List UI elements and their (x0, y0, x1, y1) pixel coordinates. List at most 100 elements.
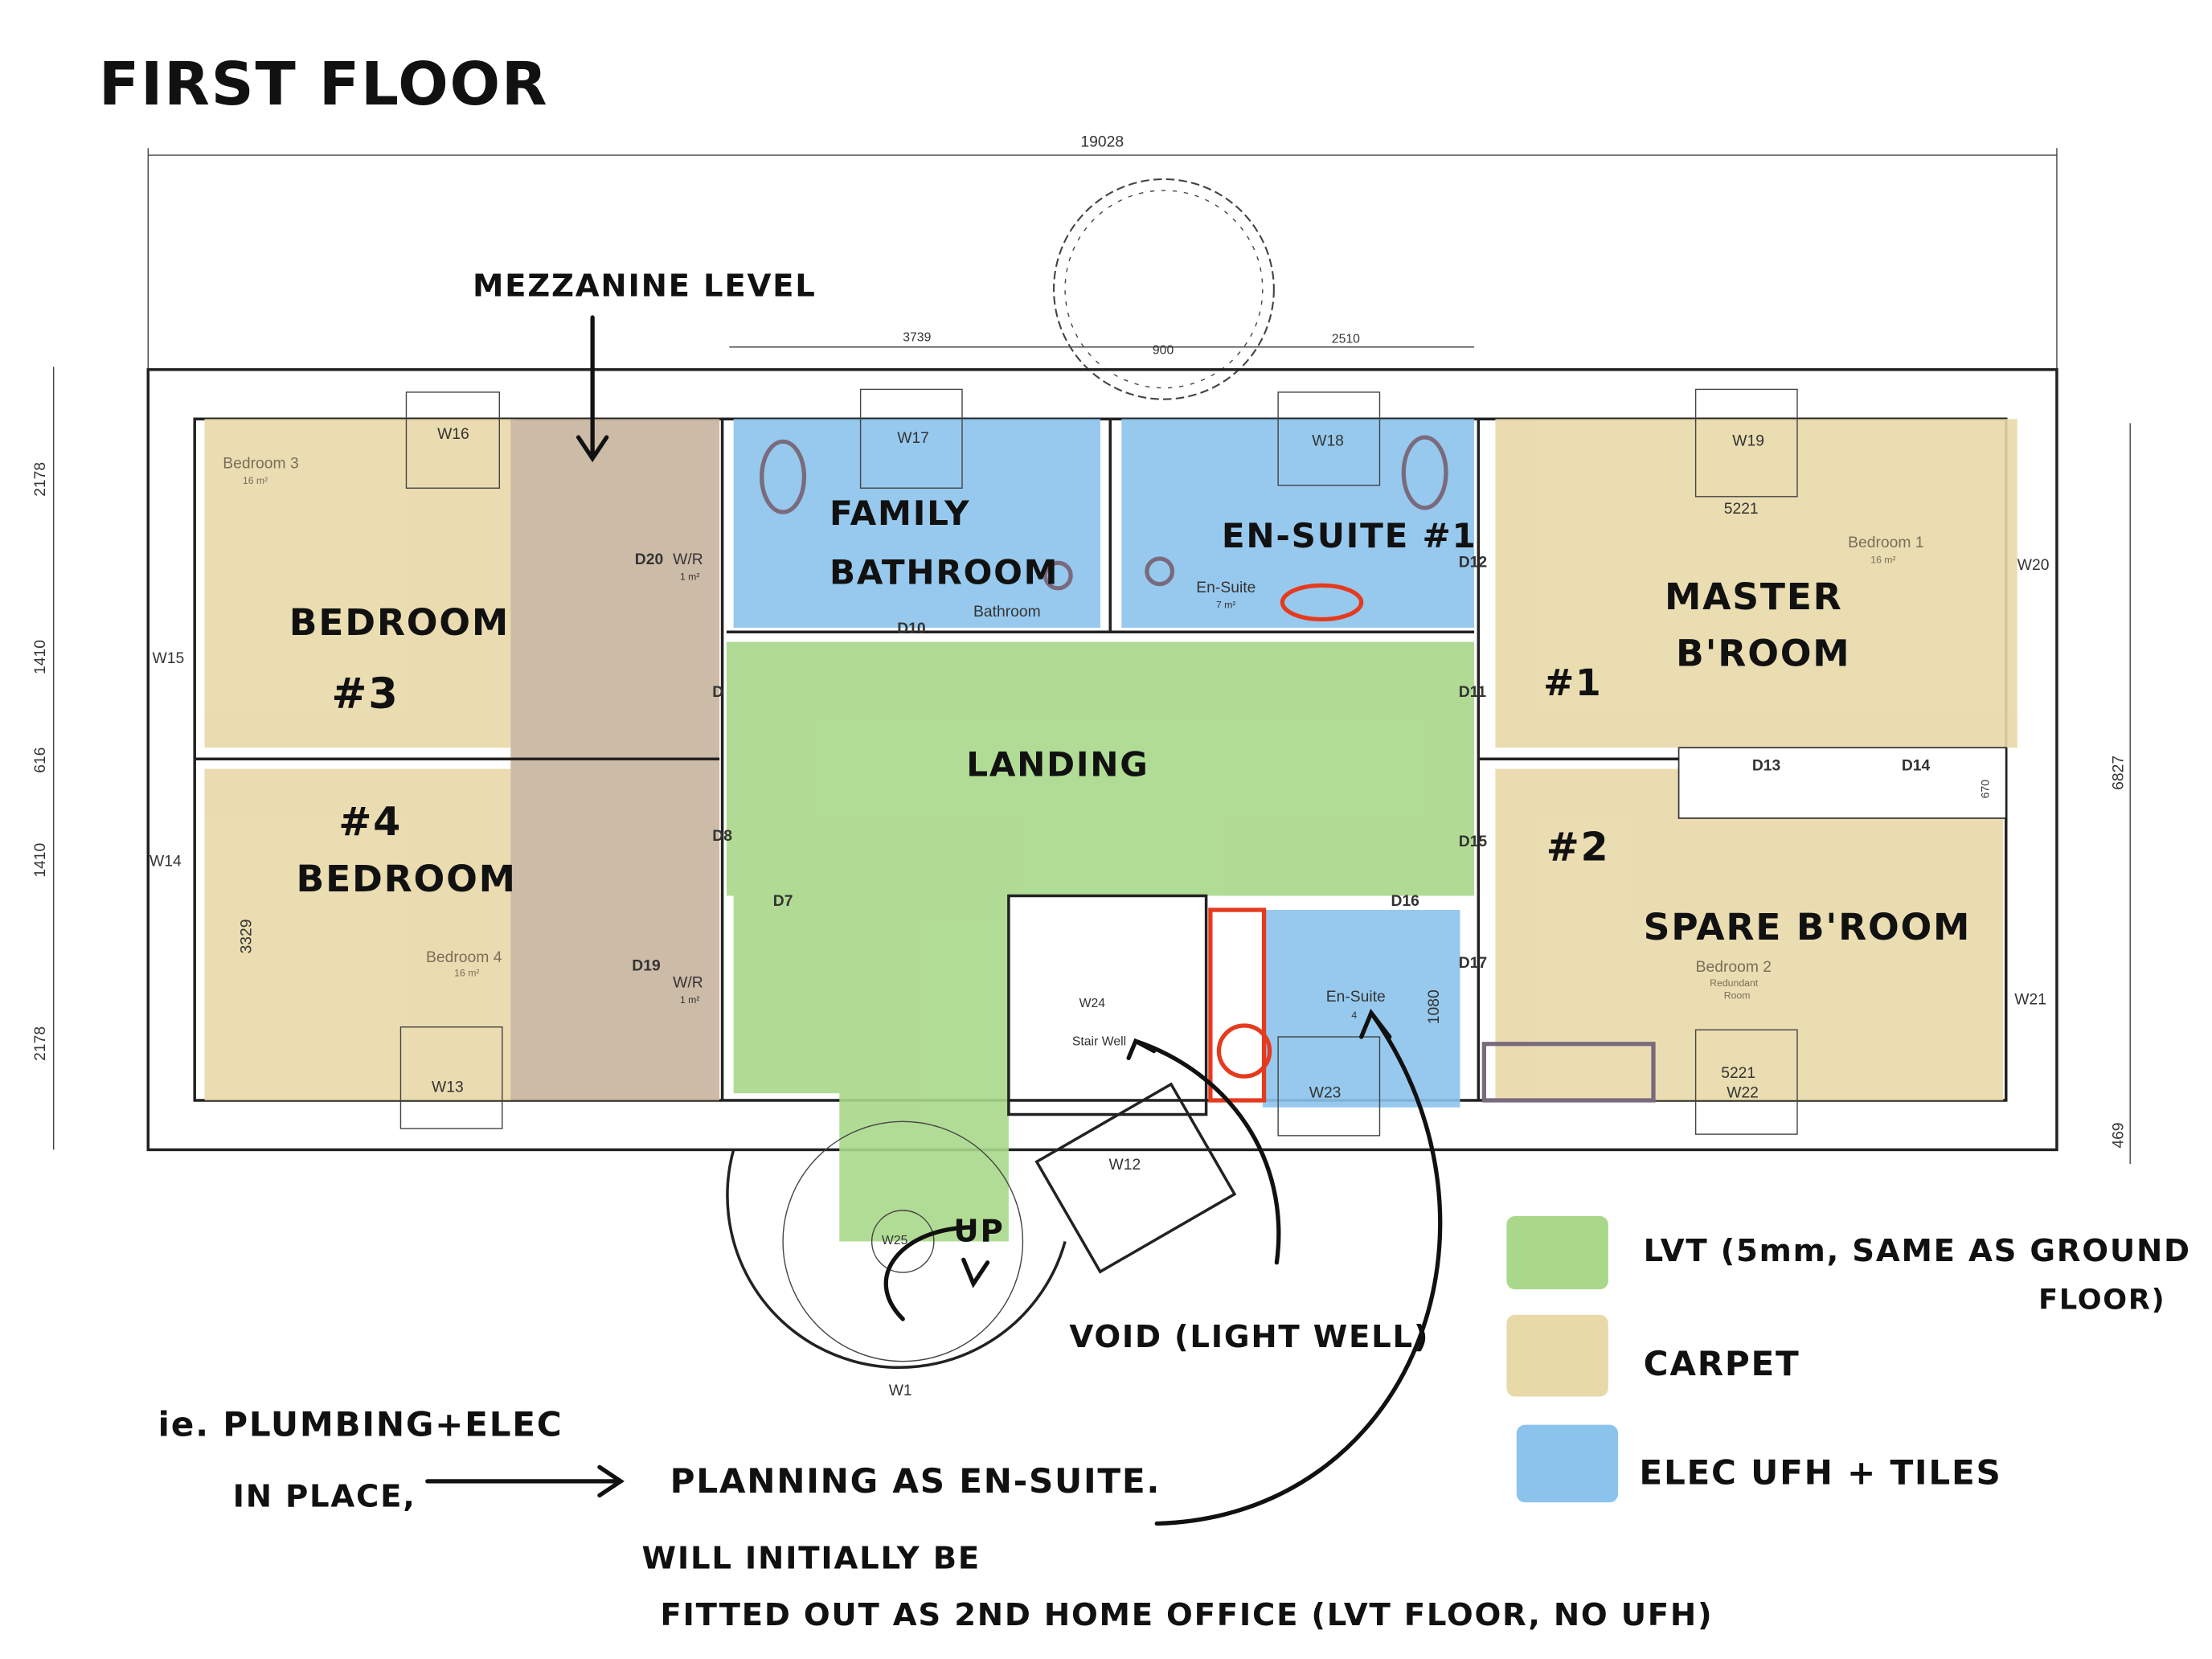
door-label: D12 (1459, 555, 1487, 571)
carpet-master (1495, 419, 2017, 748)
legend-swatch-tiles (1516, 1424, 1619, 1503)
label-master-2: B'ROOM (1676, 632, 1850, 674)
tiles-ensuite-2 (1262, 910, 1460, 1108)
spiral-staircase (726, 1082, 1237, 1370)
arrow-icon (576, 315, 609, 463)
dim-label: 6827 (2110, 756, 2127, 790)
cad-labels: W16 W17 W18 W19 W20 W21 5221 W22 W23 W13… (150, 426, 2049, 1399)
lvt-landing-d7 (733, 888, 847, 1094)
door-label: D14 (1902, 757, 1931, 774)
wardrobe-label: W/R (673, 551, 703, 568)
room-area: 7 m² (1216, 599, 1236, 610)
room-label-ensuite-2: En-Suite (1326, 989, 1386, 1006)
tree-symbol (1053, 178, 1275, 400)
legend: LVT (5mm, SAME AS GROUND FLOOR) CARPET E… (1506, 1215, 2191, 1503)
room-label-bedroom-3: Bedroom 3 (223, 456, 298, 473)
window-label: W18 (1312, 433, 1344, 450)
window-label: W25 (882, 1234, 908, 1247)
door-label: D16 (1391, 893, 1420, 910)
interior-walls (195, 419, 1679, 1116)
stairwell-label: Stair Well (1072, 1035, 1126, 1049)
tiles-ensuite-1 (1121, 419, 1475, 629)
closet (1677, 747, 2007, 819)
door-label: D10 (897, 621, 925, 637)
arrow-icon (1126, 1038, 1281, 1265)
legend-swatch-lvt (1506, 1215, 1608, 1290)
lvt-landing (726, 641, 1475, 896)
office-note-2: FITTED OUT AS 2ND HOME OFFICE (LVT FLOOR… (660, 1597, 1713, 1633)
label-family-bathroom: FAMILY (830, 494, 970, 533)
label-bedroom-3: BEDROOM (289, 601, 510, 644)
arrow-icon (425, 1464, 625, 1498)
top-dimensions: 3739 900 2510 (729, 331, 1475, 358)
label-bedroom-4-number: #4 (338, 798, 402, 845)
label-master: MASTER (1665, 576, 1843, 618)
handwritten-labels: BEDROOM #3 #4 BEDROOM FAMILY BATHROOM EN… (289, 494, 1972, 1250)
overall-dimension: 19028 (147, 134, 2058, 424)
room-area: 16 m² (243, 475, 268, 486)
door-label: D19 (632, 958, 661, 975)
legend-swatch-carpet (1506, 1314, 1608, 1397)
dim-label: 2510 (1332, 332, 1360, 346)
window-label: W15 (153, 650, 185, 667)
dim-label: 616 (32, 748, 49, 773)
window-label: W24 (1079, 997, 1106, 1010)
window-label: W12 (1109, 1157, 1141, 1174)
window-label: W14 (150, 854, 182, 870)
window-label: W23 (1309, 1084, 1342, 1101)
door-label: D8 (712, 828, 732, 845)
label-up: UP (953, 1213, 1004, 1249)
dim-label: 5221 (1724, 501, 1759, 518)
wardrobe-area: 1 m² (680, 571, 700, 582)
carpet-bedroom-4 (204, 768, 515, 1100)
room-note: Room (1724, 990, 1751, 1002)
plan-title: FIRST FLOOR (99, 51, 549, 119)
room-label-bedroom-1: Bedroom 1 (1848, 535, 1923, 551)
left-dimensions: 2178 1410 616 1410 2178 (32, 367, 55, 1150)
room-label-ensuite: En-Suite (1196, 580, 1256, 596)
right-dimensions: 6827 469 (2110, 423, 2131, 1164)
door-label: D (712, 684, 723, 701)
office-note: WILL INITIALLY BE (642, 1541, 981, 1577)
planning-note: PLANNING AS EN-SUITE. (670, 1461, 1161, 1501)
legend-label-carpet: CARPET (1644, 1344, 1800, 1383)
dim-label: 2178 (32, 462, 49, 497)
door-label: D13 (1752, 757, 1781, 774)
door-label: D15 (1459, 834, 1488, 850)
flooring-fills (204, 419, 2017, 1242)
label-door-2: #2 (1546, 824, 1610, 870)
dim-label: 469 (2110, 1122, 2127, 1148)
legend-label-lvt: LVT (5mm, SAME AS GROUND (1644, 1233, 2191, 1269)
window-label: W19 (1732, 433, 1764, 450)
lvt-landing-stair (839, 888, 1009, 1242)
annotations: MEZZANINE LEVEL VOID (LIGHT WELL) ie. PL… (158, 268, 1713, 1633)
dim-label: 1080 (1426, 989, 1443, 1024)
mezzanine-note: MEZZANINE LEVEL (473, 268, 817, 305)
dim-label: 670 (1979, 780, 1992, 799)
dim-label: 2178 (32, 1026, 49, 1061)
label-family-bathroom-2: BATHROOM (830, 553, 1059, 592)
legend-label-tiles: ELEC UFH + TILES (1639, 1452, 2001, 1492)
legend-label-lvt-2: FLOOR) (2038, 1284, 2165, 1317)
tiles-family-bathroom (733, 419, 1100, 629)
room-area: 16 m² (1870, 554, 1895, 565)
dim-label: 900 (1153, 344, 1174, 358)
door-label: D11 (1459, 684, 1487, 701)
label-door-1: #1 (1543, 662, 1603, 704)
up-arrow-icon (883, 1225, 990, 1321)
door-label: D7 (773, 893, 793, 910)
dim-label: 3739 (903, 331, 931, 345)
dim-label: 5221 (1721, 1065, 1755, 1082)
windows (399, 388, 1798, 1137)
label-spare: SPARE B'ROOM (1644, 906, 1972, 948)
label-bedroom-4: BEDROOM (297, 858, 517, 900)
room-label-bathroom: Bathroom (973, 604, 1041, 621)
carpet-bedroom-3 (204, 419, 515, 748)
window-label: W16 (437, 426, 469, 443)
room-area: 16 m² (454, 968, 479, 979)
room-label-bedroom-2: Bedroom 2 (1696, 959, 1772, 976)
arrow-icon (1154, 1008, 1443, 1526)
ie-note-2: IN PLACE, (233, 1478, 416, 1514)
building-outline (146, 368, 2058, 1152)
